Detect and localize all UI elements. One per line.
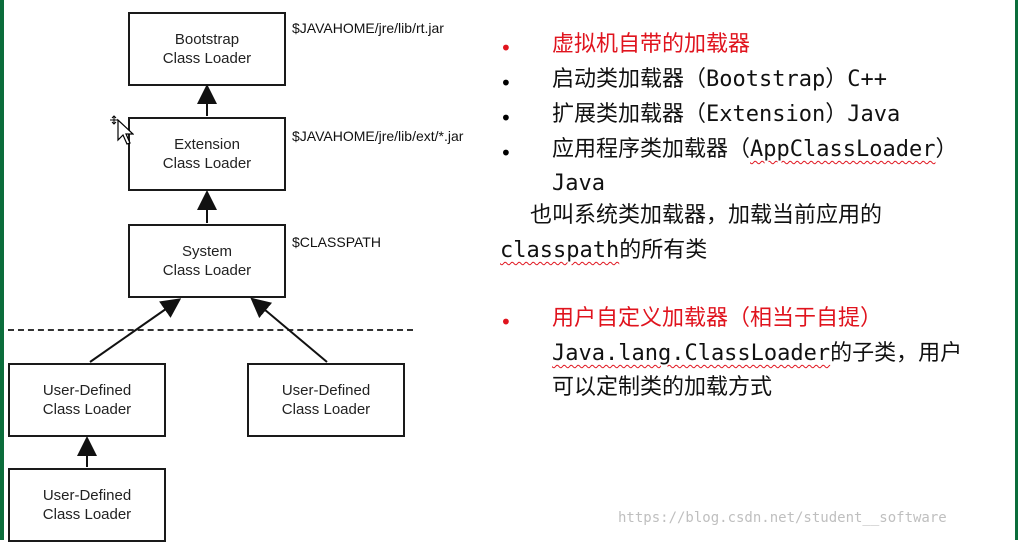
desc-line-1: 也叫系统类加载器，加载当前应用的 — [530, 203, 883, 228]
right-edge-bar — [1015, 0, 1018, 540]
arrow-userright-to-system — [250, 297, 328, 363]
bootstrap-loader-box: Bootstrap Class Loader — [128, 12, 286, 86]
bootstrap-path-label: $JAVAHOME/jre/lib/rt.jar — [292, 20, 444, 36]
desc-line-2: classpath的所有类 — [500, 236, 707, 266]
item-app-loader: 应用程序类加载器（AppClassLoader） — [552, 135, 1014, 165]
item-user-defined-line3: 可以定制类的加载方式 — [552, 375, 773, 400]
watermark-url: https://blog.csdn.net/student__software — [618, 510, 947, 526]
box-line1: User-Defined — [42, 382, 132, 399]
classloader-link: Java.lang.ClassLoader — [552, 341, 831, 366]
box-line1: User-Defined — [281, 382, 371, 399]
box-line2: Class Loader — [162, 50, 252, 67]
item-app-link: AppClassLoader — [750, 137, 936, 162]
box-line1: Extension — [174, 136, 240, 153]
move-cursor-icon — [110, 115, 134, 145]
item-user-defined: 用户自定义加载器（相当于自提） — [552, 306, 883, 331]
bullet-1: • — [500, 36, 512, 60]
user-defined-loader-right-box: User-Defined Class Loader — [247, 363, 405, 437]
item-app-suffix: ） — [935, 137, 958, 162]
box-line2: Class Loader — [42, 506, 132, 523]
item-app-cont: Java — [552, 171, 605, 196]
delegation-divider — [8, 329, 413, 331]
system-path-label: $CLASSPATH — [292, 234, 381, 250]
box-line1: System — [181, 243, 232, 260]
item-user-defined-line2: Java.lang.ClassLoader的子类，用户 — [552, 339, 1014, 369]
box-line2: Class Loader — [162, 155, 252, 172]
box-line1: User-Defined — [42, 487, 132, 504]
box-line2: Class Loader — [42, 401, 132, 418]
bullet-3: • — [500, 106, 512, 130]
item-extension: 扩展类加载器（Extension）Java — [552, 102, 901, 127]
arrow-userleft-to-system — [89, 298, 182, 363]
classpath-link: classpath — [500, 238, 620, 263]
item-user-line2-rest: 的子类，用户 — [830, 341, 963, 366]
extension-path-label: $JAVAHOME/jre/lib/ext/*.jar — [292, 128, 464, 144]
left-edge-bar — [0, 0, 4, 540]
desc-line-2-rest: 的所有类 — [619, 238, 708, 263]
system-loader-box: System Class Loader — [128, 224, 286, 298]
bullet-2: • — [500, 71, 512, 95]
user-defined-loader-left-box: User-Defined Class Loader — [8, 363, 166, 437]
box-line2: Class Loader — [281, 401, 371, 418]
box-line2: Class Loader — [162, 262, 252, 279]
user-defined-loader-bottom-box: User-Defined Class Loader — [8, 468, 166, 542]
item-app-prefix: 应用程序类加载器（ — [552, 137, 751, 162]
bullet-5: • — [500, 310, 512, 334]
box-line1: Bootstrap — [174, 31, 240, 48]
extension-loader-box: Extension Class Loader — [128, 117, 286, 191]
item-builtin-loaders: 虚拟机自带的加载器 — [552, 32, 751, 57]
item-bootstrap: 启动类加载器（Bootstrap）C++ — [552, 67, 887, 92]
bullet-4: • — [500, 141, 512, 165]
